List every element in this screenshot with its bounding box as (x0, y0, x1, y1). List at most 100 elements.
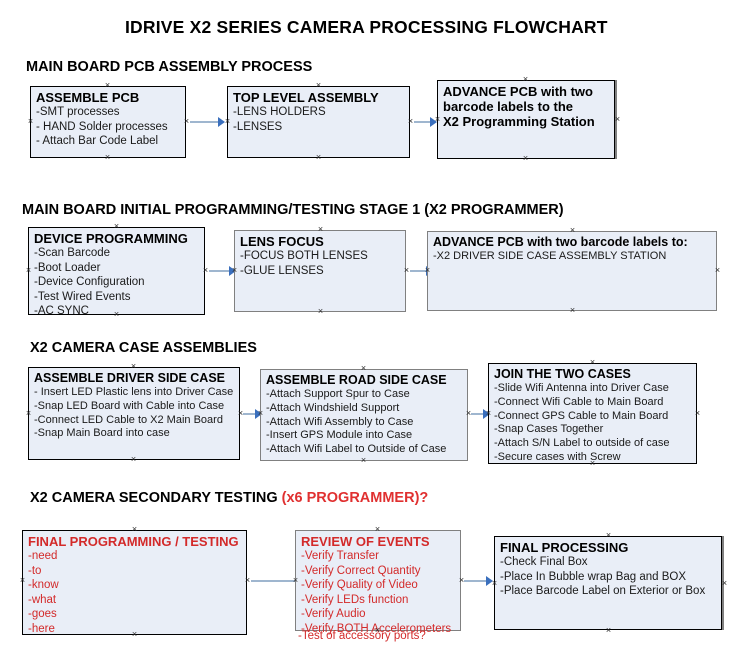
connection-point-top[interactable] (605, 532, 612, 539)
box-line: -Verify Transfer (301, 550, 379, 562)
connection-point-left[interactable] (424, 267, 431, 274)
box-title: DEVICE PROGRAMMING (34, 231, 188, 246)
connection-point-left[interactable] (27, 118, 34, 125)
connection-point-top[interactable] (589, 359, 596, 366)
connection-point-right[interactable] (244, 577, 251, 584)
box-line: -Connect GPS Cable to Main Board (494, 409, 669, 422)
section-heading-main-board-pcb-assembly: MAIN BOARD PCB ASSEMBLY PROCESS (26, 59, 313, 75)
connection-point-top[interactable] (522, 76, 529, 83)
connection-point-bottom[interactable] (605, 627, 612, 634)
connection-point-top[interactable] (317, 226, 324, 233)
connection-point-bottom[interactable] (315, 154, 322, 161)
connection-point-left[interactable] (231, 267, 238, 274)
connection-point-left[interactable] (25, 267, 32, 274)
process-box-advance-pcb-to-driver-side-case[interactable]: ADVANCE PCB with two barcode labels to: … (427, 231, 717, 311)
connection-point-top[interactable] (360, 365, 367, 372)
connection-point-left[interactable] (257, 410, 264, 417)
process-box-assemble-pcb[interactable]: ASSEMBLE PCB -SMT processes - HAND Solde… (30, 86, 186, 158)
box-line: -AC SYNC (34, 305, 89, 318)
connection-point-bottom[interactable] (130, 456, 137, 463)
connection-point-bottom[interactable] (589, 460, 596, 467)
box-line: -X2 DRIVER SIDE CASE ASSEMBLY STATION (433, 250, 667, 262)
box-title: ASSEMBLE ROAD SIDE CASE (266, 373, 447, 387)
connection-point-bottom[interactable] (360, 457, 367, 464)
connection-point-bottom[interactable] (131, 631, 138, 638)
box-title: ASSEMBLE DRIVER SIDE CASE (34, 371, 226, 385)
connection-point-left[interactable] (434, 116, 441, 123)
box-title: FINAL PROCESSING (500, 540, 629, 555)
connection-point-bottom[interactable] (317, 308, 324, 315)
box-line: -Attach S/N Label to outside of case (494, 437, 670, 450)
box-line: -GLUE LENSES (240, 264, 324, 277)
box-line: -FOCUS BOTH LENSES (240, 250, 368, 262)
connection-point-left[interactable] (25, 410, 32, 417)
box-line: -Verify LEDs function (301, 593, 409, 606)
connector-top-level-to-advance-pcb (414, 121, 432, 123)
box-line: barcode labels to the (443, 99, 574, 114)
connection-point-right[interactable] (714, 267, 721, 274)
box-line: -Place In Bubble wrap Bag and BOX (500, 570, 687, 583)
connector-lens-focus-to-advance-pcb (410, 270, 428, 272)
process-box-join-the-two-cases[interactable]: JOIN THE TWO CASES -Slide Wifi Antenna i… (488, 363, 697, 464)
connection-point-left[interactable] (292, 577, 299, 584)
connection-point-right[interactable] (407, 118, 414, 125)
process-box-top-level-assembly[interactable]: TOP LEVEL ASSEMBLY -LENS HOLDERS -LENSES (227, 86, 410, 158)
connection-point-top[interactable] (374, 526, 381, 533)
connector-driver-case-to-road-case (243, 413, 257, 415)
box-line: -Connect LED Cable to X2 Main Board (34, 413, 223, 426)
connection-point-left[interactable] (19, 577, 26, 584)
process-box-device-programming[interactable]: DEVICE PROGRAMMING -Scan Barcode -Boot L… (28, 227, 205, 317)
connection-point-right[interactable] (694, 410, 701, 417)
box-line: -here (28, 622, 55, 635)
connection-point-bottom[interactable] (569, 307, 576, 314)
box-line: -to (28, 564, 42, 577)
box-line: -Device Configuration (34, 276, 145, 289)
connection-point-right[interactable] (202, 267, 209, 274)
connection-point-top[interactable] (569, 227, 576, 234)
box-line: - Attach Bar Code Label (36, 135, 159, 148)
box-line: - Insert LED Plastic lens into Driver Ca… (34, 386, 234, 398)
box-line: -Insert GPS Module into Case (266, 429, 413, 442)
box-line: -Verify Quality of Video (301, 579, 418, 592)
process-box-assemble-driver-side-case[interactable]: ASSEMBLE DRIVER SIDE CASE - Insert LED P… (28, 367, 240, 460)
box-line: -Snap LED Board with Cable into Case (34, 399, 225, 412)
connection-point-bottom[interactable] (113, 311, 120, 318)
connector-review-of-events-to-final-processing (464, 580, 488, 582)
connection-point-right[interactable] (403, 267, 410, 274)
process-box-assemble-road-side-case[interactable]: ASSEMBLE ROAD SIDE CASE -Attach Support … (260, 369, 468, 461)
section-heading-main-board-initial-programming: MAIN BOARD INITIAL PROGRAMMING/TESTING S… (22, 202, 564, 218)
connection-point-top[interactable] (131, 526, 138, 533)
box-line: -Slide Wifi Antenna into Driver Case (494, 382, 669, 394)
box-line: -Boot Loader (34, 261, 101, 274)
connection-point-bottom[interactable] (522, 155, 529, 162)
process-box-final-processing[interactable]: FINAL PROCESSING -Check Final Box -Place… (494, 536, 722, 630)
connection-point-left[interactable] (485, 410, 492, 417)
section-heading-x2-camera-case-assemblies: X2 CAMERA CASE ASSEMBLIES (30, 340, 257, 356)
connection-point-left[interactable] (224, 118, 231, 125)
process-box-review-of-events[interactable]: REVIEW OF EVENTS -Verify Transfer -Verif… (295, 530, 461, 635)
box-line: -SMT processes (36, 106, 120, 118)
box-line: -Snap Main Board into case (34, 427, 170, 440)
connection-point-top[interactable] (104, 82, 111, 89)
connection-point-left[interactable] (491, 580, 498, 587)
connection-point-top[interactable] (130, 363, 137, 370)
box-title: LENS FOCUS (240, 234, 324, 249)
connection-point-top[interactable] (113, 223, 120, 230)
connection-point-right[interactable] (721, 580, 728, 587)
connection-point-top[interactable] (315, 82, 322, 89)
connection-point-right[interactable] (614, 116, 621, 123)
arrowhead-icon (218, 117, 225, 127)
process-box-final-programming-testing[interactable]: FINAL PROGRAMMING / TESTING -need -to -k… (22, 530, 247, 635)
arrowhead-icon (486, 576, 493, 586)
connection-point-right[interactable] (183, 118, 190, 125)
box-line: -need (28, 550, 58, 562)
box-line: -know (28, 579, 59, 592)
box-line: X2 Programming Station (443, 114, 595, 129)
box-line: -Scan Barcode (34, 247, 111, 259)
connection-point-bottom[interactable] (104, 154, 111, 161)
process-box-lens-focus[interactable]: LENS FOCUS -FOCUS BOTH LENSES -GLUE LENS… (234, 230, 406, 312)
box-line: -Snap Cases Together (494, 423, 604, 436)
process-box-advance-pcb-to-programming-station[interactable]: ADVANCE PCB with two barcode labels to t… (437, 80, 615, 159)
connection-point-bottom[interactable] (374, 627, 381, 634)
box-title: REVIEW OF EVENTS (301, 534, 430, 549)
